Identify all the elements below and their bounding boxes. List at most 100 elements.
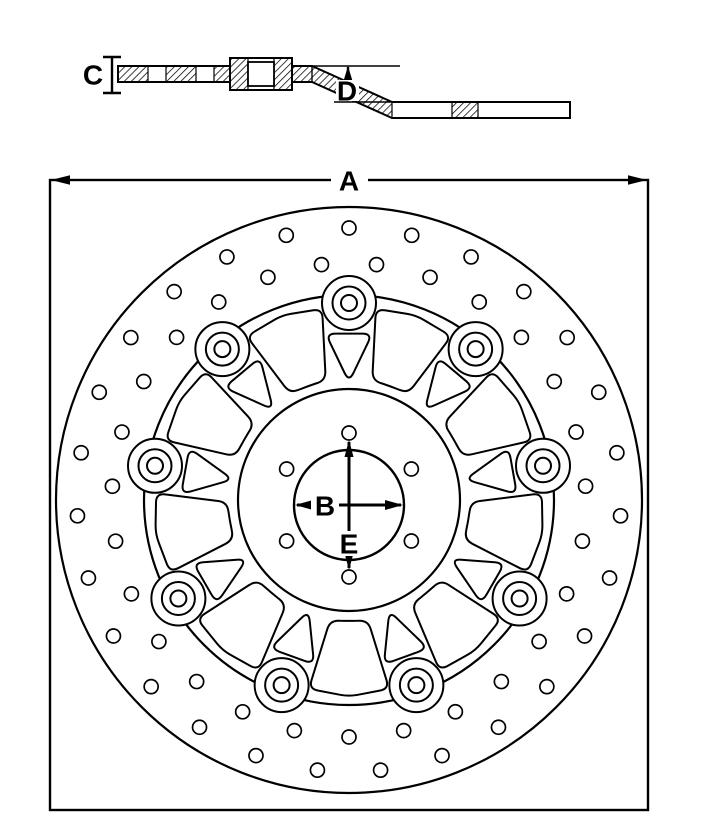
vent-hole xyxy=(260,269,276,286)
carrier-window xyxy=(464,493,544,571)
vent-hole xyxy=(403,227,420,244)
carrier-triangle-window xyxy=(327,332,371,379)
vent-hole xyxy=(341,220,357,236)
vent-hole xyxy=(114,424,130,440)
vent-hole xyxy=(143,678,160,695)
vent-hole xyxy=(168,329,185,346)
carrier-triangle-window xyxy=(425,360,471,408)
dimension-D: D xyxy=(312,65,400,107)
vent-hole xyxy=(368,256,385,273)
dimension-C: C xyxy=(83,55,121,95)
vent-hole xyxy=(191,719,208,736)
carrier-window xyxy=(248,309,327,393)
rivet-hole xyxy=(407,676,426,695)
carrier-triangle-window xyxy=(383,614,425,663)
vent-hole xyxy=(538,678,555,695)
vent-hole xyxy=(422,269,438,286)
rivet-hole xyxy=(272,676,291,695)
vent-hole xyxy=(531,633,547,650)
vent-hole xyxy=(91,384,108,401)
vent-hole xyxy=(395,722,412,739)
rivet-hole xyxy=(145,456,164,475)
vent-hole xyxy=(122,329,139,346)
vent-hole xyxy=(601,570,618,586)
carrier-window xyxy=(199,581,285,669)
bolt-hole xyxy=(403,533,420,549)
carrier-window xyxy=(413,581,499,669)
hatch-section xyxy=(451,101,479,119)
dim-label-d: D xyxy=(337,76,357,107)
carrier-triangle-window xyxy=(181,450,230,493)
vent-hole xyxy=(341,729,357,745)
rivet-hole xyxy=(510,589,529,608)
rivet-hole xyxy=(466,340,485,359)
carrier-triangle-window xyxy=(227,360,273,408)
dim-label-b: B xyxy=(315,491,335,522)
vent-hole xyxy=(105,628,122,644)
hatch-section xyxy=(291,65,313,83)
rivet-hole xyxy=(340,294,358,312)
rivet-hole xyxy=(213,340,232,359)
vent-hole xyxy=(166,283,183,300)
carrier-window xyxy=(166,373,253,456)
vent-hole xyxy=(490,719,507,736)
vent-hole xyxy=(590,384,607,401)
vent-hole xyxy=(286,722,303,739)
vent-hole xyxy=(576,628,593,644)
hatch-section xyxy=(229,57,249,91)
carrier-window xyxy=(154,493,234,571)
hub-bore-section xyxy=(247,61,275,87)
vent-hole xyxy=(471,294,488,310)
carrier-triangle-window xyxy=(468,450,517,493)
hub-outer-edge xyxy=(236,387,462,613)
vent-hole xyxy=(219,249,235,265)
bolt-hole xyxy=(278,533,295,549)
carrier-triangle-window xyxy=(195,558,245,601)
vent-hole xyxy=(151,633,167,650)
bolt-hole xyxy=(341,425,357,441)
vent-hole xyxy=(558,586,575,602)
bolt-hole xyxy=(403,461,420,477)
hatch-section xyxy=(117,65,149,83)
vent-hole xyxy=(493,673,510,690)
vent-hole xyxy=(513,329,530,346)
rivet-hole xyxy=(534,456,553,475)
hatch-section xyxy=(165,65,197,83)
disc-outer-edge xyxy=(54,205,644,795)
vent-hole xyxy=(559,329,576,346)
vent-hole xyxy=(278,227,295,244)
vent-hole xyxy=(73,444,89,461)
dim-label-c: C xyxy=(83,60,103,91)
vent-hole xyxy=(135,373,152,390)
hatch-section xyxy=(213,65,231,83)
vent-hole xyxy=(234,703,251,720)
carrier-triangle-window xyxy=(453,558,503,601)
vent-hole xyxy=(568,424,584,440)
hatch-section xyxy=(273,57,293,91)
vent-hole xyxy=(309,762,326,779)
rivet-hole xyxy=(169,589,188,608)
dimension-A: A xyxy=(48,166,650,812)
vent-hole xyxy=(372,762,389,779)
vent-hole xyxy=(210,294,227,310)
bolt-hole xyxy=(278,461,295,477)
vent-hole xyxy=(574,533,591,549)
vent-hole xyxy=(612,507,629,524)
vent-hole xyxy=(434,747,450,764)
bolt-hole xyxy=(341,569,357,585)
vent-hole xyxy=(515,283,532,300)
carrier-window xyxy=(445,373,532,456)
vent-hole xyxy=(188,673,205,690)
carrier-triangle-window xyxy=(273,614,315,663)
vent-hole xyxy=(546,373,563,390)
dim-label-e: E xyxy=(340,529,359,560)
center-dimensions: B E xyxy=(295,440,403,570)
vent-hole xyxy=(123,586,140,602)
vent-hole xyxy=(313,256,330,273)
carrier-window xyxy=(309,619,389,697)
vent-hole xyxy=(609,444,625,461)
disc-front-view xyxy=(54,205,644,795)
vent-hole xyxy=(107,533,124,550)
